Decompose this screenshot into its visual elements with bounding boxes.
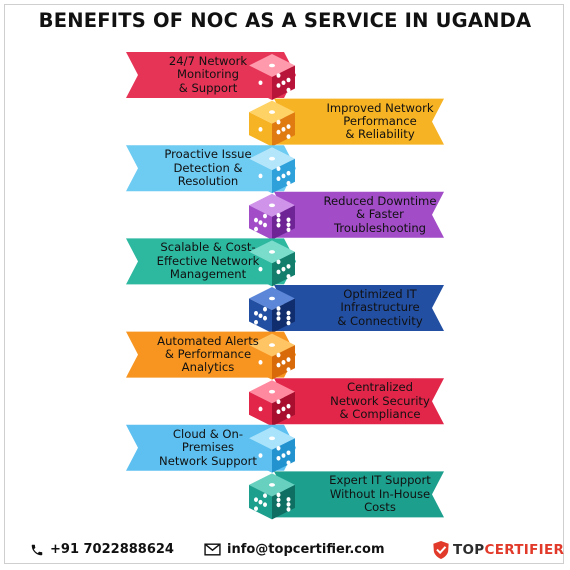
phone-number: +91 7022888624 — [50, 542, 174, 557]
benefit-label: Scalable & Cost- Effective Network Manag… — [156, 240, 260, 282]
dice-cube-icon — [249, 473, 295, 520]
benefit-item — [249, 98, 444, 147]
benefit-label: Improved Network Performance & Reliabili… — [326, 100, 434, 142]
envelope-icon — [204, 543, 221, 556]
benefit-arrow — [274, 378, 444, 425]
shield-logo-icon — [433, 541, 449, 559]
benefit-item — [126, 331, 296, 380]
benefit-arrow — [274, 191, 444, 238]
benefit-item — [249, 191, 444, 240]
benefit-arrow — [274, 285, 444, 331]
dice-cube-icon — [249, 147, 295, 194]
dice-cube-icon — [249, 287, 295, 333]
benefit-item — [126, 424, 296, 473]
footer-phone[interactable]: +91 7022888624 — [30, 542, 174, 557]
benefit-arrow — [274, 471, 444, 518]
benefit-label: Proactive Issue Detection & Resolution — [164, 147, 252, 188]
brand-top: TOP — [453, 542, 485, 558]
benefit-label: Expert IT Support Without In-House Costs — [329, 473, 431, 515]
phone-icon — [31, 544, 43, 555]
page-title: BENEFITS OF NOC AS A SERVICE IN UGANDA — [38, 9, 532, 32]
benefit-item — [249, 378, 444, 427]
benefit-item — [249, 471, 444, 520]
benefit-item — [126, 145, 296, 194]
dice-cube-icon — [249, 100, 295, 147]
dice-cube-icon — [249, 426, 295, 473]
benefit-label: Optimized IT Infrastructure & Connectivi… — [337, 287, 423, 328]
benefit-item — [126, 52, 296, 100]
dice-cube-icon — [249, 240, 295, 287]
benefit-arrow — [274, 98, 444, 145]
email-address: info@topcertifier.com — [227, 542, 385, 557]
footer-email[interactable]: info@topcertifier.com — [204, 542, 385, 557]
benefit-label: Cloud & On- Premises Network Support — [159, 426, 257, 468]
dice-cube-icon — [249, 193, 295, 240]
benefit-label: 24/7 Network Monitoring & Support — [168, 54, 248, 95]
dice-cube-icon — [249, 380, 295, 427]
dice-cube-icon — [249, 333, 295, 380]
dice-cube-icon — [249, 54, 295, 100]
brand-logo: TOPCERTIFIER — [432, 540, 564, 560]
benefit-item — [249, 285, 444, 333]
benefit-item — [126, 238, 296, 287]
benefit-label: Reduced Downtime & Faster Troubleshootin… — [323, 193, 437, 235]
benefit-label: Automated Alerts & Performance Analytics — [157, 333, 259, 375]
brand-certifier: CERTIFIER — [484, 542, 565, 558]
benefit-label: Centralized Network Security & Complianc… — [330, 380, 430, 421]
